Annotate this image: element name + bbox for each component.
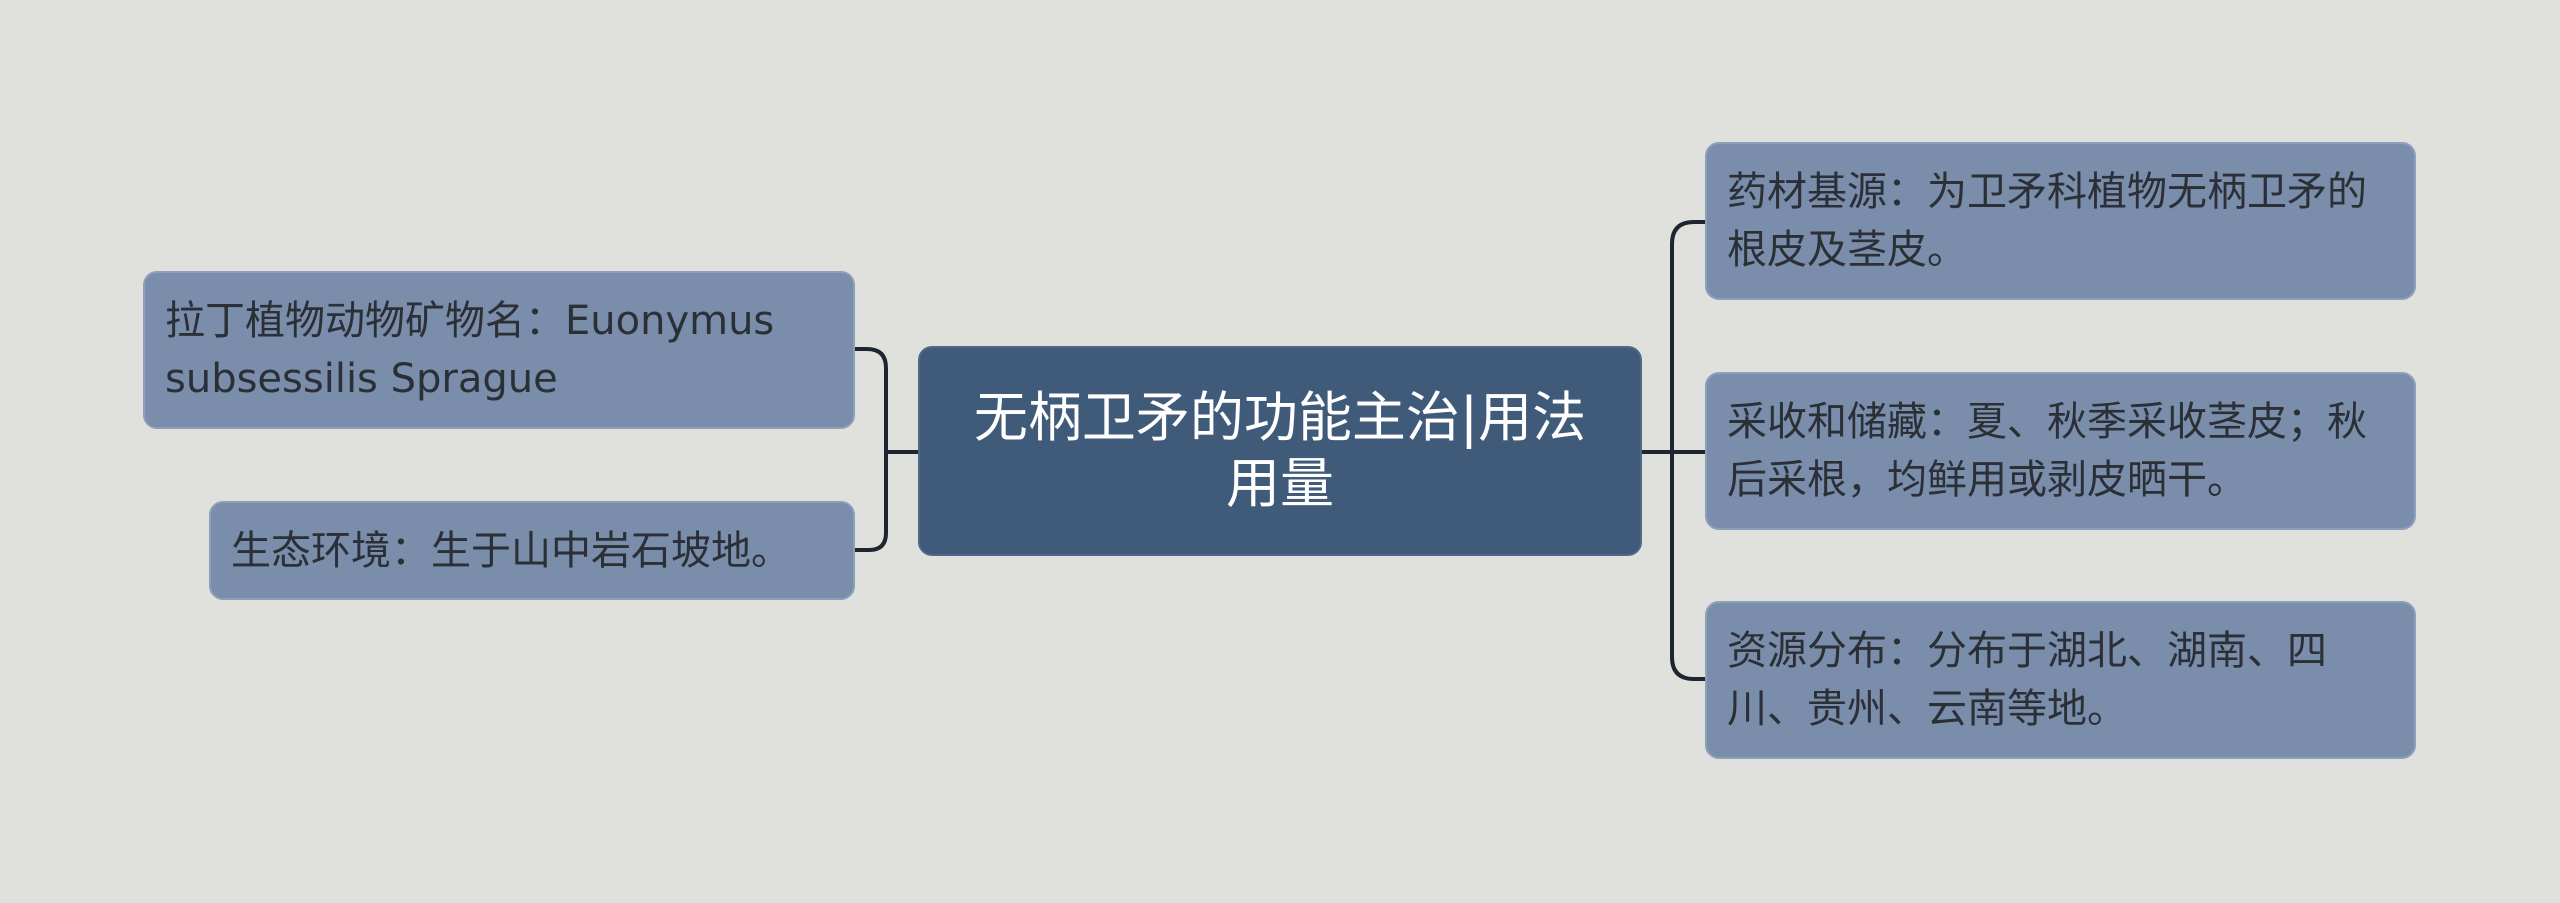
branch-distribution[interactable]: 资源分布：分布于湖北、湖南、四川、贵州、云南等地。	[1705, 601, 2416, 759]
connector-right-top	[1670, 220, 1707, 454]
branch-harvest-storage[interactable]: 采收和储藏：夏、秋季采收茎皮；秋后采根，均鲜用或剥皮晒干。	[1705, 372, 2416, 530]
root-topic-node[interactable]: 无柄卫矛的功能主治|用法用量	[918, 346, 1642, 556]
branch-latin-name[interactable]: 拉丁植物动物矿物名：Euonymus subsessilis Sprague	[143, 271, 855, 429]
branch-harvest-storage-label: 采收和储藏：夏、秋季采收茎皮；秋后采根，均鲜用或剥皮晒干。	[1727, 399, 2367, 503]
connector-left-trunk	[853, 347, 888, 454]
root-topic-label: 无柄卫矛的功能主治|用法用量	[973, 386, 1587, 515]
branch-habitat-label: 生态环境：生于山中岩石坡地。	[231, 527, 791, 574]
connector-left-habitat	[853, 450, 888, 552]
branch-latin-name-label: 拉丁植物动物矿物名：Euonymus subsessilis Sprague	[165, 298, 775, 402]
branch-source[interactable]: 药材基源：为卫矛科植物无柄卫矛的根皮及茎皮。	[1705, 142, 2416, 300]
connector-right-bottom	[1670, 450, 1707, 681]
branch-source-label: 药材基源：为卫矛科植物无柄卫矛的根皮及茎皮。	[1727, 169, 2367, 273]
branch-distribution-label: 资源分布：分布于湖北、湖南、四川、贵州、云南等地。	[1727, 628, 2327, 732]
branch-habitat[interactable]: 生态环境：生于山中岩石坡地。	[209, 501, 855, 600]
